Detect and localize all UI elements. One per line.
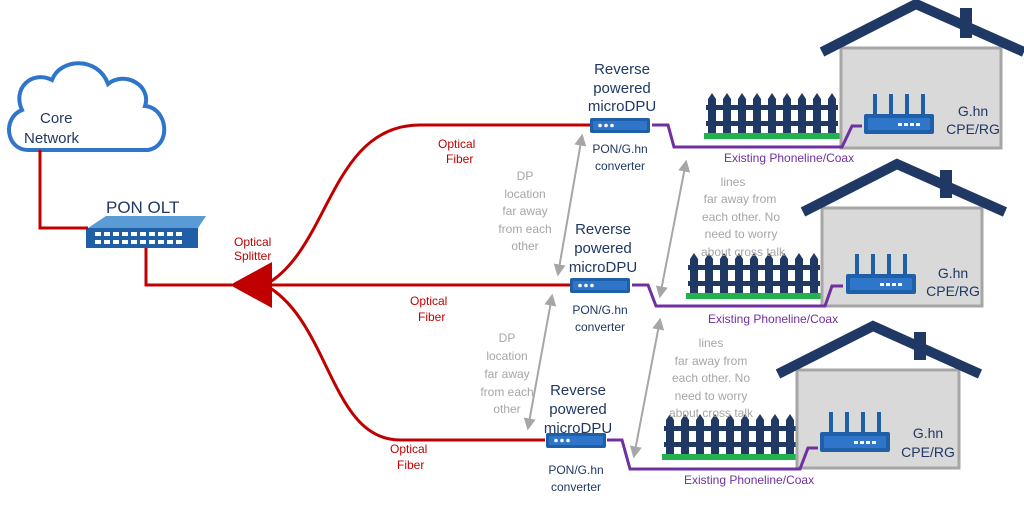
line-distance-arrow-2: [629, 317, 665, 459]
lines-note-1-line2: far away from: [704, 192, 777, 206]
cpe-2-label-line1: G.hn: [938, 265, 968, 281]
dpu-3-label-line3: microDPU: [544, 420, 612, 437]
fiber-label-2-line1: Optical: [410, 294, 447, 308]
converter-3-line2: converter: [551, 480, 601, 494]
lines-note-2-line1: lines: [699, 336, 724, 350]
converter-3-line1: PON/G.hn: [548, 463, 603, 477]
existing-line-label-3: Existing Phoneline/Coax: [684, 473, 814, 487]
dpu-1-label-line1: Reverse: [594, 61, 650, 78]
dp-note-2-line1: DP: [499, 331, 516, 345]
olt-switch-icon: [86, 216, 206, 248]
fiber-label-1-line2: Fiber: [446, 152, 473, 166]
lines-note-1-line1: lines: [721, 175, 746, 189]
dp-note-1-line2: location: [504, 187, 545, 201]
line-distance-arrow-1: [655, 159, 691, 299]
cpe-2-label-line2: CPE/RG: [926, 283, 980, 299]
fiber-branch-1: [264, 123, 590, 287]
fence-icon-2: [686, 253, 822, 299]
fiber-links: [38, 123, 590, 442]
lines-note-1-line5: about cross talk: [701, 245, 786, 259]
dp-note-1-line4: from each: [498, 222, 551, 236]
cpe-1-label-line1: G.hn: [958, 103, 988, 119]
converter-1-line2: converter: [595, 159, 645, 173]
coax-links: [607, 123, 862, 471]
lines-note-2-line5: about cross talk: [669, 406, 754, 420]
dp-distance-arrow-2: [523, 293, 557, 431]
dp-distance-arrow-1: [553, 133, 587, 277]
splitter-label-line2: Splitter: [234, 249, 271, 263]
lines-note-2-line4: need to worry: [675, 389, 748, 403]
core-network-cloud-icon: [7, 61, 167, 152]
coax-line-1: [652, 123, 862, 149]
dpu-1-label-line3: microDPU: [588, 98, 656, 115]
dpu-2-label-line2: powered: [574, 240, 632, 257]
coax-line-2: [632, 283, 843, 308]
coax-line-3: [607, 438, 818, 471]
olt-label: PON OLT: [106, 198, 179, 217]
fence-icon-1: [704, 93, 840, 139]
dpu-3-label-line1: Reverse: [550, 382, 606, 399]
existing-line-label-2: Existing Phoneline/Coax: [708, 312, 838, 326]
lines-note-1-line4: need to worry: [705, 227, 778, 241]
fiber-label-2-line2: Fiber: [418, 310, 445, 324]
dp-note-2-line2: location: [486, 349, 527, 363]
core-to-olt-fiber: [38, 150, 88, 230]
microdpu-icon-1: [590, 118, 650, 133]
fiber-label-1-line1: Optical: [438, 137, 475, 151]
converter-1-line1: PON/G.hn: [592, 142, 647, 156]
dp-note-2-line5: other: [493, 402, 520, 416]
dp-distance-arrows: [523, 133, 691, 459]
olt-to-splitter-fiber: [144, 248, 232, 287]
core-network-label-line1: Core: [40, 110, 73, 127]
dpu-3-label-line2: powered: [549, 401, 607, 418]
dp-note-1-line5: other: [511, 239, 538, 253]
dpu-1-label-line2: powered: [593, 80, 651, 97]
cpe-3-label-line1: G.hn: [913, 425, 943, 441]
dp-note-1-line3: far away: [502, 204, 547, 218]
dp-note-2-line4: from each: [480, 385, 533, 399]
converter-2-line1: PON/G.hn: [572, 303, 627, 317]
dpu-2-label-line3: microDPU: [569, 259, 637, 276]
lines-note-1-line3: each other. No: [702, 210, 780, 224]
fiber-label-3-line2: Fiber: [397, 458, 424, 472]
microdpu-icon-2: [570, 278, 630, 293]
dp-note-1-line1: DP: [517, 169, 534, 183]
converter-2-line2: converter: [575, 320, 625, 334]
fiber-label-3-line1: Optical: [390, 442, 427, 456]
lines-note-2-line3: each other. No: [672, 371, 750, 385]
cpe-1-label-line2: CPE/RG: [946, 121, 1000, 137]
fence-icon-3: [662, 414, 798, 460]
dpu-2-label-line1: Reverse: [575, 221, 631, 238]
splitter-label-line1: Optical: [234, 235, 271, 249]
optical-splitter-icon: [230, 262, 272, 308]
existing-line-label-1: Existing Phoneline/Coax: [724, 151, 854, 165]
fiber-branch-3: [264, 283, 545, 442]
lines-note-2-line2: far away from: [675, 354, 748, 368]
core-network-label-line2: Network: [24, 130, 80, 147]
dp-note-2-line3: far away: [484, 367, 529, 381]
cpe-3-label-line2: CPE/RG: [901, 444, 955, 460]
